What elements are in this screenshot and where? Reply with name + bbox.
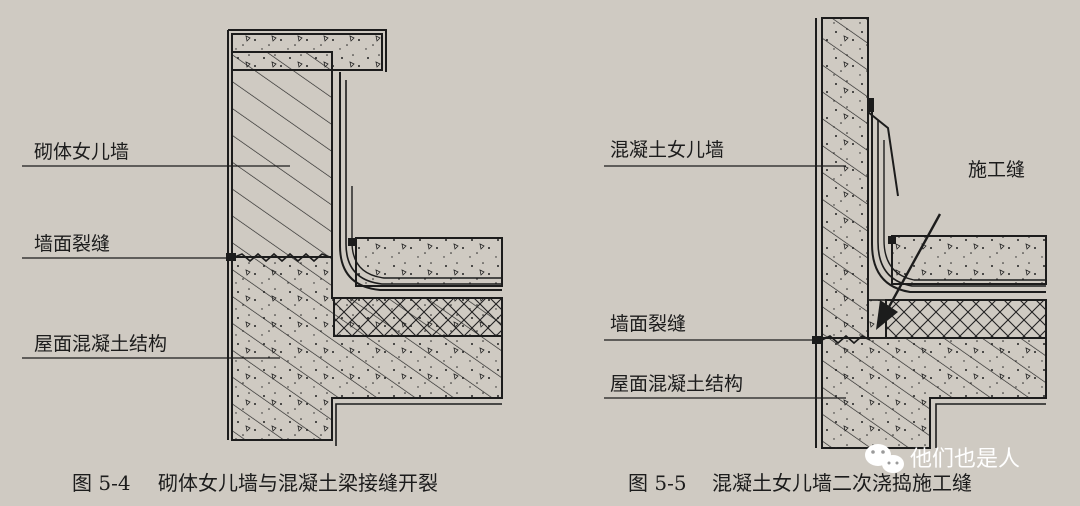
masonry-wall <box>231 51 333 258</box>
wall-crack <box>231 252 333 263</box>
caption-number-5-4: 图 5-4 <box>72 471 131 495</box>
figure-5-4: 砌体女儿墙 墙面裂缝 屋面混凝土结构 图 5-4 砌体女儿墙与混凝土梁接缝开裂 <box>22 29 503 495</box>
coping-slab <box>231 33 383 71</box>
label-construction-joint: 施工缝 <box>968 159 1025 181</box>
roof-screed <box>891 235 1047 285</box>
caption-title-5-4: 砌体女儿墙与混凝土梁接缝开裂 <box>158 471 438 495</box>
label-roof-structure: 屋面混凝土结构 <box>610 373 743 395</box>
coping-drip <box>228 29 387 72</box>
label-roof-structure: 屋面混凝土结构 <box>34 333 167 355</box>
wall-crack <box>821 334 871 345</box>
label-wall-crack: 墙面裂缝 <box>34 233 110 255</box>
watermark: 他们也是人 <box>865 444 1020 473</box>
insulation-layer <box>333 297 503 337</box>
watermark-text: 他们也是人 <box>910 447 1020 472</box>
flashing <box>867 111 899 197</box>
insulation-layer <box>885 299 1047 339</box>
figure-5-5: 混凝土女儿墙 施工缝 墙面裂缝 屋面混凝土结构 图 5-5 混凝土女儿墙二次浇捣… <box>604 17 1047 495</box>
roof-screed <box>355 237 503 287</box>
waterproof-membrane <box>339 72 502 291</box>
caption-title-5-5: 混凝土女儿墙二次浇捣施工缝 <box>712 471 972 495</box>
label-concrete-wall: 混凝土女儿墙 <box>610 139 724 161</box>
wechat-icon <box>865 444 904 473</box>
caption-number-5-5: 图 5-5 <box>628 471 687 495</box>
waterproof-membrane <box>871 100 1046 293</box>
label-masonry-wall: 砌体女儿墙 <box>34 141 129 163</box>
arrow-construction-joint <box>882 213 942 317</box>
label-wall-crack: 墙面裂缝 <box>610 313 686 335</box>
